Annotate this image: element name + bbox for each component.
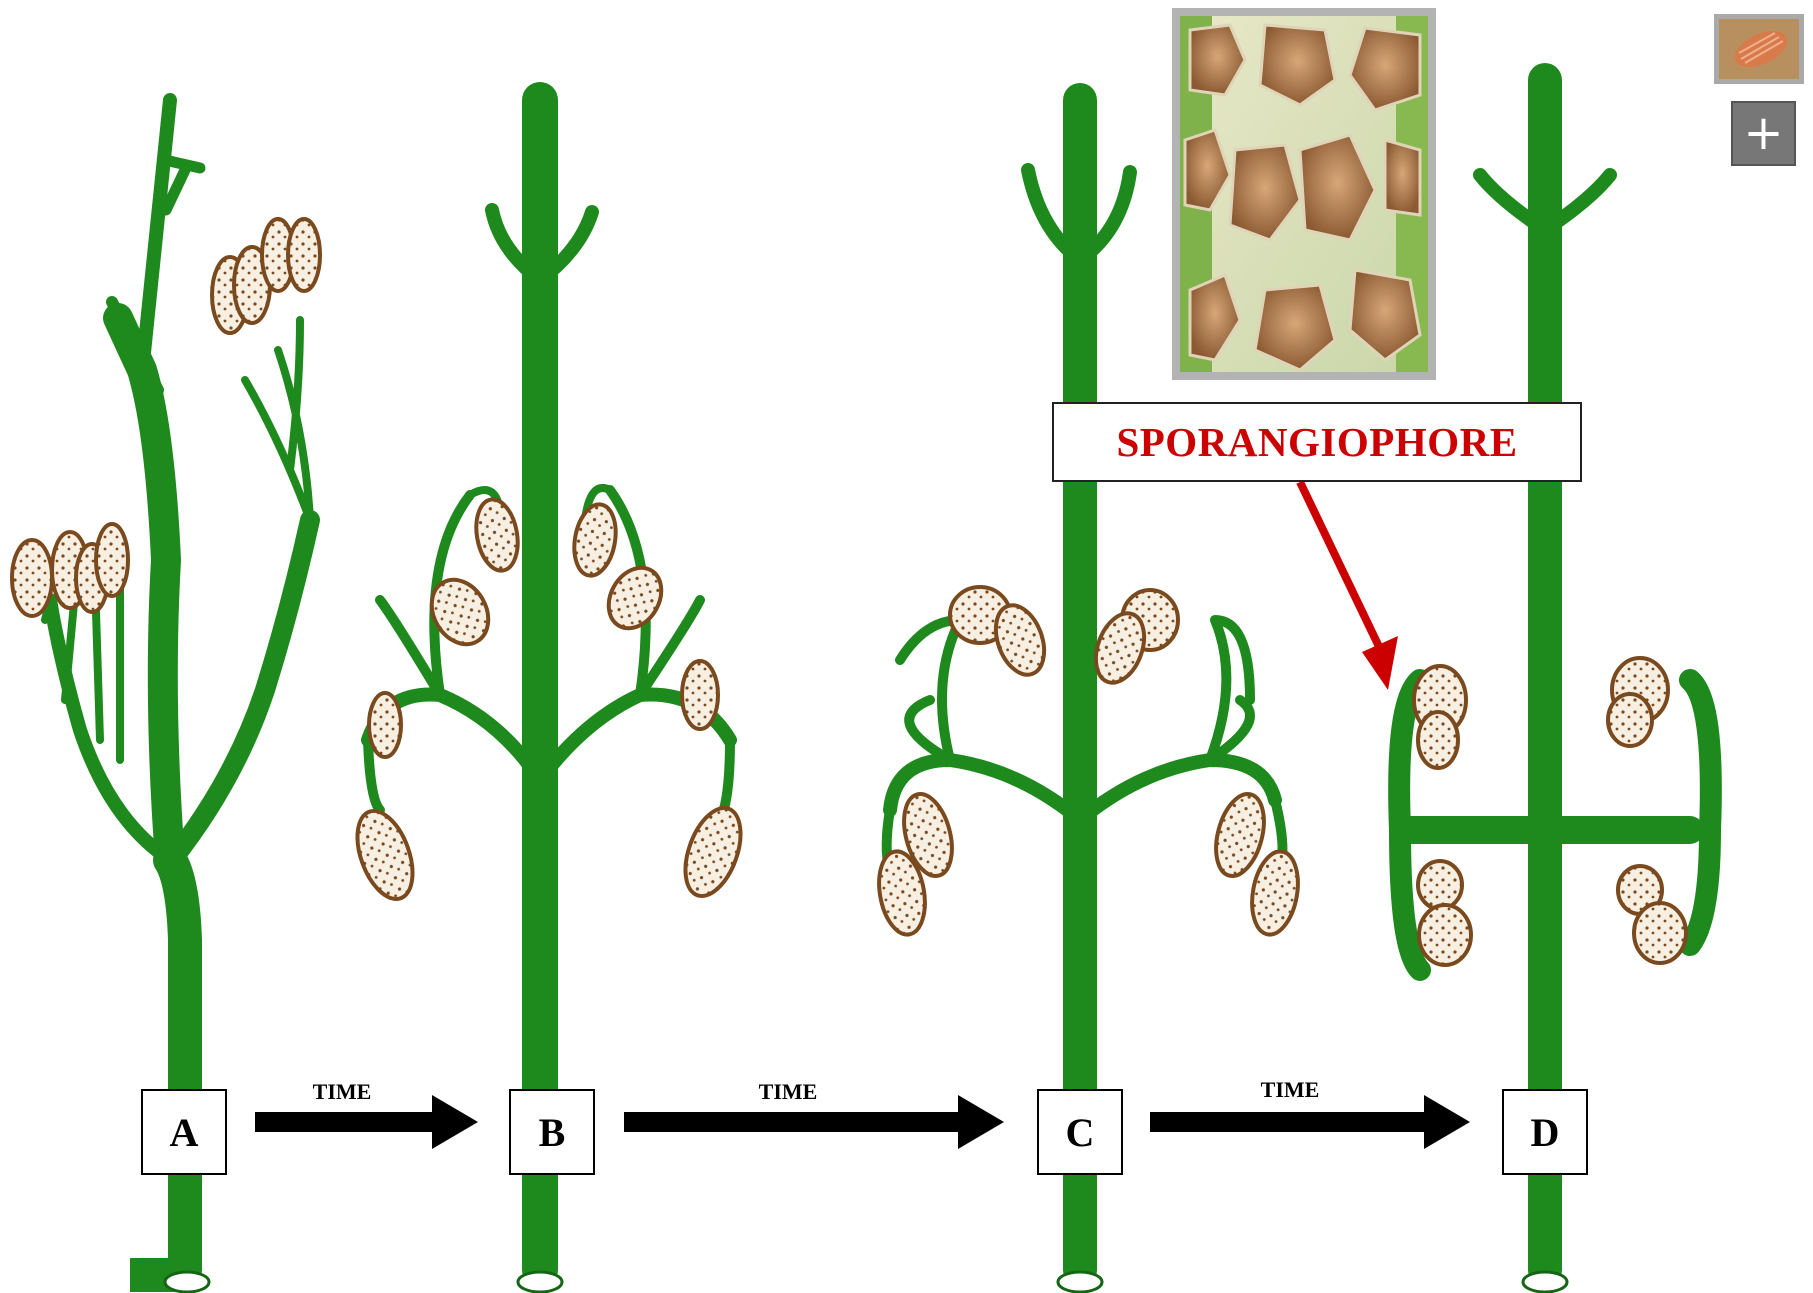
stage-label-d: D	[1502, 1089, 1588, 1175]
time-label-3: TIME	[1230, 1077, 1350, 1103]
stage-a-main-axis	[118, 318, 170, 860]
stage-label-c: C	[1037, 1089, 1123, 1175]
time-arrow-3	[1150, 1095, 1470, 1149]
stage-label-b: B	[509, 1089, 595, 1175]
time-arrows	[255, 1095, 1470, 1149]
callout-pointer-arrow	[1300, 482, 1398, 690]
stage-a-stem	[170, 860, 185, 1270]
sporangiophore-callout: SPORANGIOPHORE	[1052, 402, 1582, 482]
stage-a-branch	[172, 520, 310, 860]
cone-thumbnail-icon	[1719, 19, 1799, 79]
stage-label-a: A	[141, 1089, 227, 1175]
time-label-1: TIME	[282, 1079, 402, 1105]
zoom-plus-button[interactable]: +	[1731, 101, 1796, 166]
sporangia-thumbnail-icon[interactable]	[1714, 14, 1804, 84]
sporangiophore-photo-inset	[1172, 8, 1436, 380]
time-label-2: TIME	[728, 1079, 848, 1105]
